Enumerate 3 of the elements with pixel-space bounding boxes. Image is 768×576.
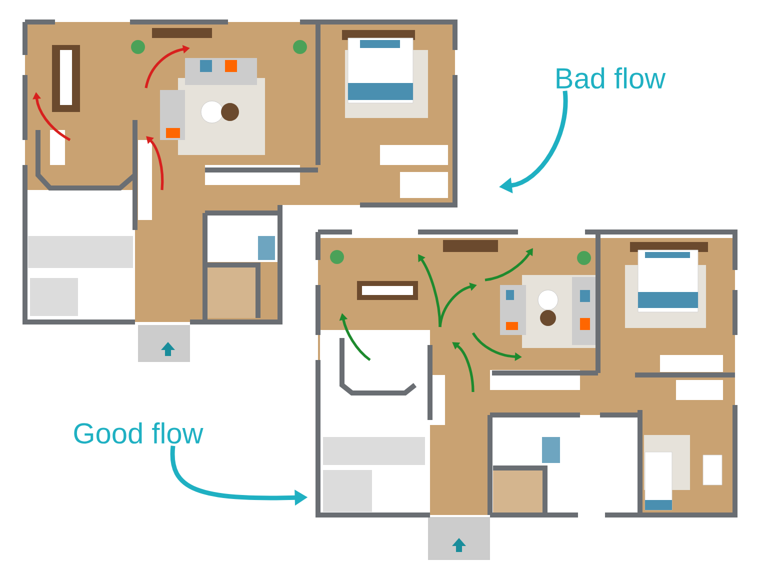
flow-label: Good flow: [74, 422, 204, 444]
floor-plan-drawing: [316, 230, 738, 560]
flow-label: Bad flow: [556, 67, 666, 89]
